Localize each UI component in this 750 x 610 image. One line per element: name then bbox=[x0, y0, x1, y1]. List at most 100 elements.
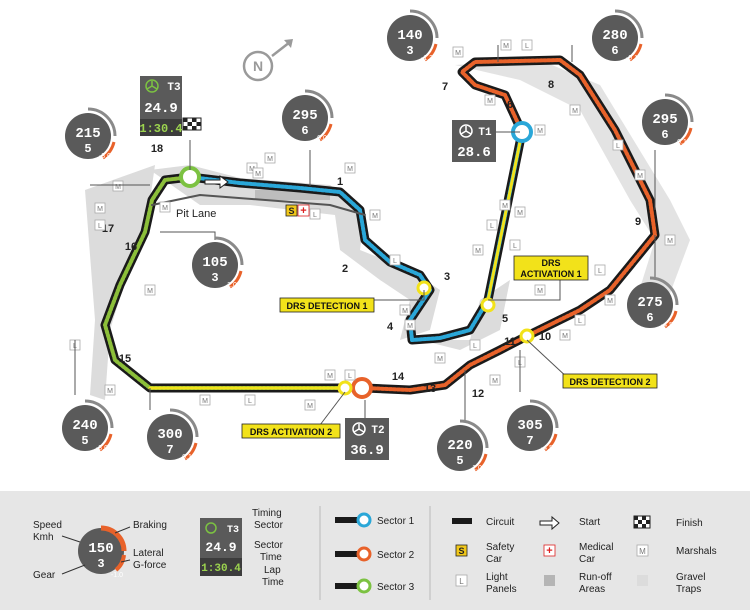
marshal-marker: M bbox=[144, 284, 156, 296]
marshal-marker: M bbox=[264, 152, 276, 164]
svg-text:+: + bbox=[300, 205, 306, 217]
svg-text:Medical: Medical bbox=[579, 542, 613, 553]
svg-text:ACTIVATION 1: ACTIVATION 1 bbox=[520, 269, 581, 279]
start-arrow-icon bbox=[204, 175, 229, 189]
gauge-gear: 3 bbox=[211, 271, 218, 285]
legend-gauge-sample: 150 3 -1.0 bbox=[78, 525, 127, 579]
gauge-gforce: -0.1 bbox=[626, 55, 638, 62]
svg-text:M: M bbox=[372, 213, 378, 220]
marshal-marker: M bbox=[104, 384, 116, 396]
marshal-marker: M bbox=[404, 319, 416, 331]
svg-text:M: M bbox=[537, 128, 543, 135]
svg-text:M: M bbox=[572, 108, 578, 115]
legend-start: Start bbox=[539, 515, 600, 531]
marshal-marker: M bbox=[500, 39, 512, 51]
marshal-marker: M bbox=[452, 46, 464, 58]
svg-text:+: + bbox=[546, 545, 552, 557]
svg-text:T2: T2 bbox=[371, 425, 384, 437]
corner-number: 5 bbox=[502, 313, 508, 325]
svg-text:1:30.4: 1:30.4 bbox=[139, 122, 182, 136]
svg-text:M: M bbox=[407, 323, 413, 330]
legend-braking: Braking bbox=[133, 520, 167, 531]
gauge-gear: 6 bbox=[646, 311, 653, 325]
svg-text:L: L bbox=[513, 243, 517, 250]
svg-text:Lap: Lap bbox=[264, 565, 281, 576]
svg-text:M: M bbox=[492, 378, 498, 385]
marshal-marker: M bbox=[489, 374, 501, 386]
svg-text:M: M bbox=[327, 373, 333, 380]
drs-point-4 bbox=[337, 380, 353, 396]
svg-text:Circuit: Circuit bbox=[486, 517, 515, 528]
svg-text:Finish: Finish bbox=[676, 518, 703, 529]
svg-text:Car: Car bbox=[579, 554, 596, 565]
svg-text:L: L bbox=[248, 398, 252, 405]
legend-medical-car: + Medical Car bbox=[543, 542, 613, 565]
light-panel-marker: L bbox=[94, 219, 106, 231]
gauge-gear: 7 bbox=[526, 434, 533, 448]
svg-text:S: S bbox=[458, 546, 464, 556]
finish-flag-icon bbox=[182, 117, 202, 131]
svg-text:L: L bbox=[393, 258, 397, 265]
svg-text:Panels: Panels bbox=[486, 584, 517, 595]
legend-speed: Speed bbox=[33, 520, 62, 531]
medical-car-icon: + bbox=[297, 204, 310, 217]
light-panel-marker: L bbox=[574, 314, 586, 326]
light-panel-marker: L bbox=[486, 219, 498, 231]
svg-text:24.9: 24.9 bbox=[144, 101, 178, 117]
corner-number: 3 bbox=[444, 271, 450, 283]
light-panel-marker: L bbox=[344, 369, 356, 381]
gauge-gear: 5 bbox=[84, 142, 91, 156]
svg-text:DRS DETECTION 1: DRS DETECTION 1 bbox=[286, 301, 367, 311]
legend-lateral: Lateral bbox=[133, 548, 164, 559]
svg-text:DRS ACTIVATION 2: DRS ACTIVATION 2 bbox=[250, 427, 332, 437]
svg-text:S: S bbox=[288, 206, 294, 216]
marshal-marker: M bbox=[94, 202, 106, 214]
corner-number: 1 bbox=[337, 176, 343, 188]
gauge-gear: 7 bbox=[166, 443, 173, 457]
legend-safety-car: S Safety Car bbox=[455, 542, 514, 565]
svg-text:Car: Car bbox=[486, 554, 503, 565]
gauge-gear: 3 bbox=[406, 44, 413, 58]
marshal-marker: M bbox=[112, 180, 124, 192]
svg-text:L: L bbox=[348, 373, 352, 380]
svg-text:28.6: 28.6 bbox=[457, 145, 491, 161]
gauge-speed: 295 bbox=[652, 112, 677, 128]
svg-text:3: 3 bbox=[97, 557, 104, 571]
marshal-marker: M bbox=[399, 304, 411, 316]
sector-3-marker bbox=[179, 166, 201, 188]
svg-text:M: M bbox=[562, 333, 568, 340]
svg-text:M: M bbox=[347, 166, 353, 173]
svg-text:M: M bbox=[487, 98, 493, 105]
gauge-gear: 5 bbox=[81, 434, 88, 448]
speed-gauges: 1403-1.32806-0.129560.02155-3.029560.110… bbox=[62, 9, 694, 472]
gauge-gforce: 0.1 bbox=[182, 454, 192, 461]
drs-detection-2-label: DRS DETECTION 2 bbox=[562, 373, 658, 389]
gauge-speed: 280 bbox=[602, 28, 627, 44]
svg-text:M: M bbox=[402, 308, 408, 315]
svg-text:1:30.4: 1:30.4 bbox=[201, 563, 241, 575]
marshal-marker: M bbox=[369, 209, 381, 221]
gauge-gforce: -3.0 bbox=[96, 445, 108, 452]
gauge-gforce: 0.0 bbox=[317, 135, 327, 142]
marshal-marker: M bbox=[664, 234, 676, 246]
svg-text:Marshals: Marshals bbox=[676, 546, 717, 557]
marshal-marker: M bbox=[199, 394, 211, 406]
gauge-gforce: -3.0 bbox=[99, 153, 111, 160]
svg-text:Sector: Sector bbox=[254, 540, 284, 551]
pit-lane-label: Pit Lane bbox=[176, 208, 216, 220]
legend: 150 3 -1.0 Speed Kmh Gear Braking Latera… bbox=[0, 491, 750, 610]
timing-box-t1: T1 28.6 bbox=[452, 120, 496, 162]
marshal-marker: M bbox=[604, 294, 616, 306]
corner-number: 2 bbox=[342, 263, 348, 275]
light-panel-marker: L bbox=[389, 254, 401, 266]
sector-markers bbox=[179, 121, 535, 399]
